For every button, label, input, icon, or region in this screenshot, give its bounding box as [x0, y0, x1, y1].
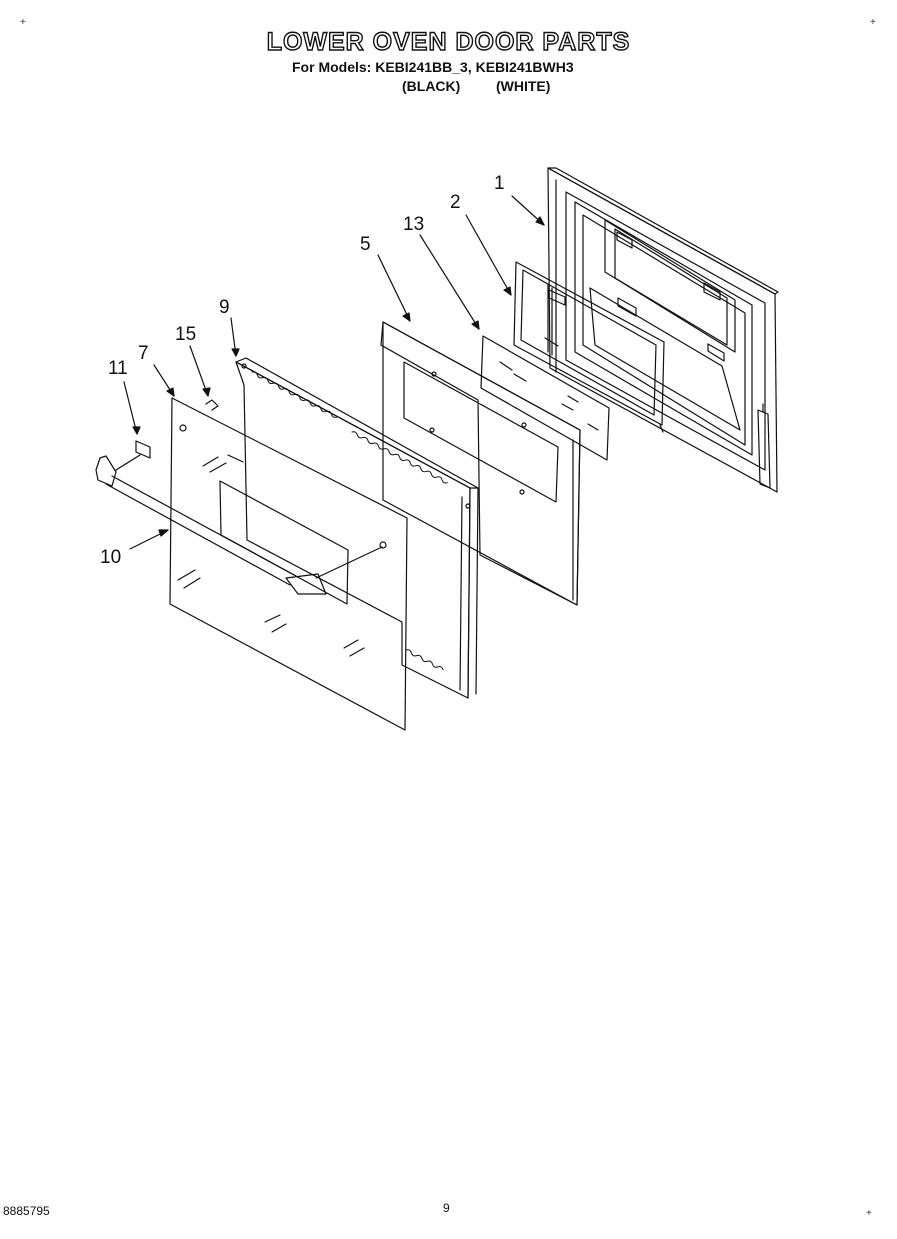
callout-10: 10 [100, 547, 121, 568]
callout-5: 5 [360, 234, 371, 255]
part-outer-glass [169, 397, 408, 731]
registration-mark: + [866, 1208, 872, 1219]
callout-11: 11 [108, 358, 128, 379]
callout-9: 9 [219, 297, 230, 318]
models-line: For Models: KEBI241BB_3, KEBI241BWH3 [292, 59, 574, 75]
part-inner-glass [480, 335, 610, 461]
part-handle-bracket [135, 440, 151, 459]
callout-7: 7 [138, 343, 149, 364]
callout-1: 1 [494, 173, 505, 194]
part-inner-door-panel [547, 167, 779, 493]
document-code: 8885795 [3, 1204, 50, 1218]
registration-mark: + [20, 17, 26, 28]
part-outer-door-frame [235, 357, 479, 699]
part-clip [205, 399, 219, 411]
part-window-frame [513, 261, 665, 426]
callout-2: 2 [450, 192, 461, 213]
part-door-handle [95, 454, 383, 595]
callout-13: 13 [403, 214, 424, 235]
page-number: 9 [443, 1201, 450, 1215]
registration-mark: + [870, 17, 876, 28]
callout-leaders [123, 195, 545, 550]
variant-white-label: (WHITE) [496, 78, 551, 94]
variant-black-label: (BLACK) [402, 78, 461, 94]
callout-15: 15 [175, 324, 196, 345]
page-title: LOWER OVEN DOOR PARTS [266, 27, 631, 56]
part-middle-glass-panel [380, 321, 581, 606]
